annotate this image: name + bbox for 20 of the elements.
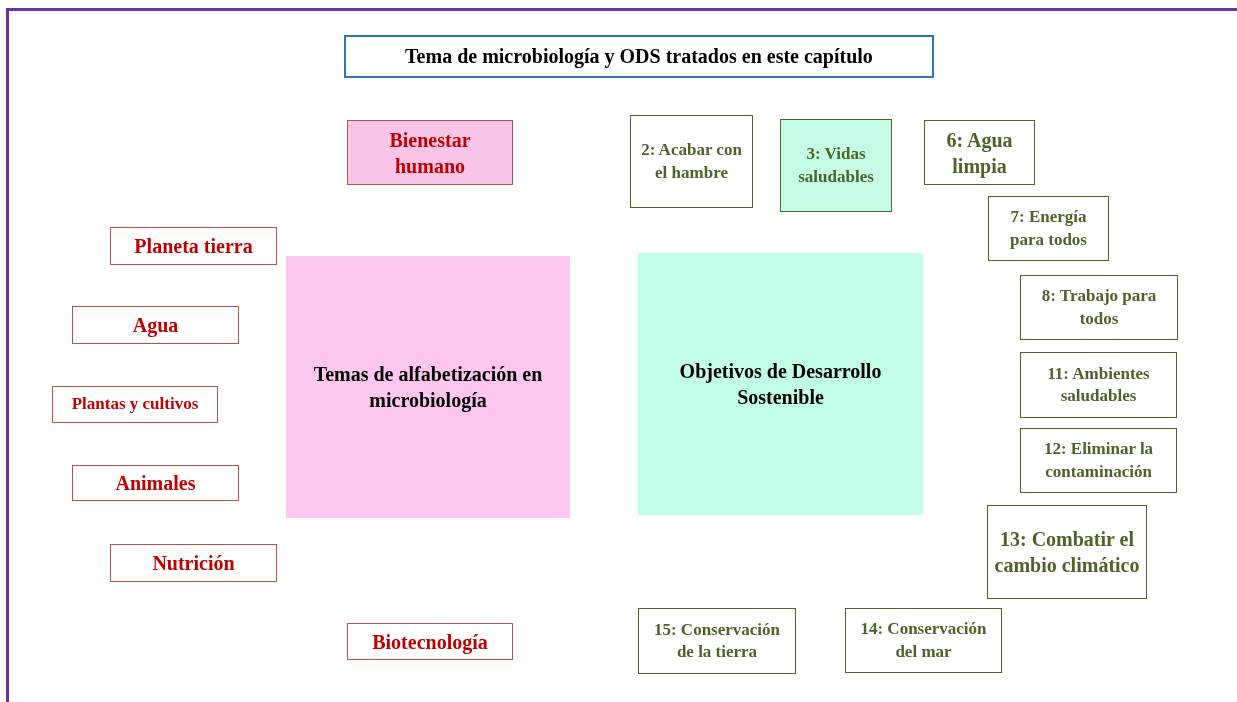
title: Tema de microbiología y ODS tratados en este capítulo [344,35,934,78]
topic-box: Biotecnología [347,623,513,660]
goal-box: 8: Trabajo para todos [1020,275,1178,340]
goal-box: 3: Vidas saludables [780,119,892,212]
goal-box: 14: Conservación del mar [845,608,1002,673]
topic-box: Plantas y cultivos [52,386,218,423]
center-box: Temas de alfabetización en microbiología [286,256,570,518]
topic-box: Bienestar humano [347,120,513,185]
goal-box: 2: Acabar con el hambre [630,115,753,208]
topic-box: Planeta tierra [110,227,277,265]
topic-box: Animales [72,465,239,501]
goal-box: 13: Combatir el cambio climático [987,505,1147,599]
goal-box: 7: Energía para todos [988,196,1109,261]
topic-box: Nutrición [110,544,277,582]
goal-box: 12: Eliminar la contaminación [1020,428,1177,493]
topic-box: Agua [72,306,239,344]
goal-box: 6: Agua limpia [924,120,1035,185]
goal-box: 15: Conservación de la tierra [638,608,796,674]
center-box: Objetivos de Desarrollo Sostenible [638,253,923,515]
goal-box: 11: Ambientes saludables [1020,352,1177,418]
